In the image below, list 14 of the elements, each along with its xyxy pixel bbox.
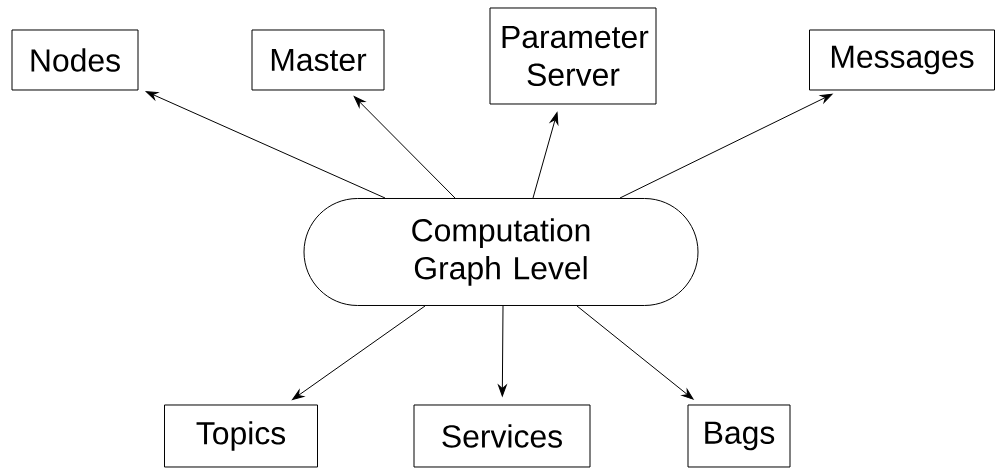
concept-box: Services: [413, 404, 591, 468]
concept-box: Bags: [687, 404, 791, 468]
arrow: [619, 93, 833, 199]
concept-box: Parameter Server: [489, 7, 657, 105]
arrow: [498, 305, 507, 397]
concept-box: Master: [251, 29, 385, 91]
concept-box: Nodes: [11, 29, 139, 91]
arrow: [292, 305, 426, 401]
arrow: [576, 305, 694, 400]
concept-box: Messages: [809, 29, 995, 91]
arrow: [532, 112, 559, 199]
concept-box: Topics: [164, 404, 318, 468]
arrow: [145, 91, 386, 199]
arrow: [353, 96, 456, 199]
